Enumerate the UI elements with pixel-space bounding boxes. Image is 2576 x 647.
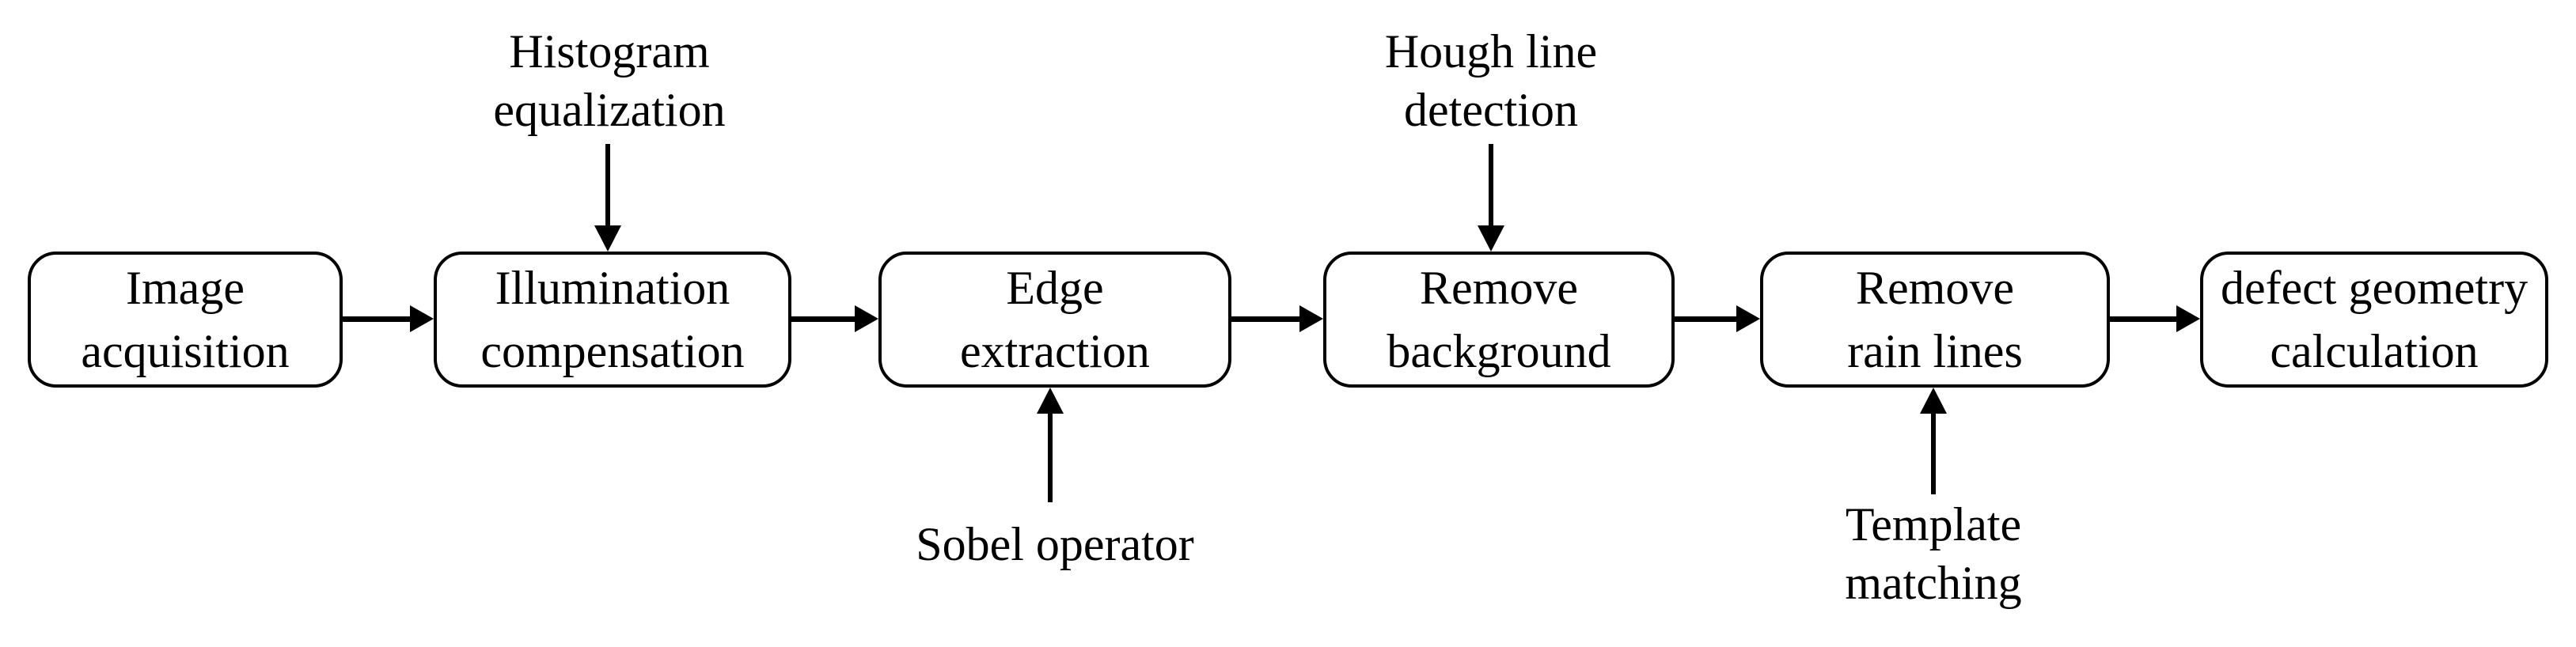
node-edge-extraction-label: Edge extraction: [960, 262, 1150, 377]
arrow-shaft: [605, 144, 610, 226]
annotation-hough-line-detection: Hough line detection: [1384, 25, 1598, 136]
arrow-shaft: [343, 316, 410, 322]
annotation-sobel-operator: Sobel operator: [916, 518, 1194, 570]
annotation-histogram-equalization: Histogram equalization: [493, 25, 726, 136]
arrow-head-down-icon: [1478, 225, 1504, 252]
arrow-head-right-icon: [1736, 305, 1760, 332]
node-image-acquisition-label: Image acquisition: [81, 262, 290, 377]
node-image-acquisition: Image acquisition: [28, 252, 343, 388]
node-edge-extraction: Edge extraction: [878, 252, 1231, 388]
node-remove-rain-lines: Remove rain lines: [1760, 252, 2110, 388]
arrow-shaft: [791, 316, 855, 322]
node-defect-geometry-calculation: defect geometry calculation: [2200, 252, 2548, 388]
arrow-head-right-icon: [2176, 305, 2200, 332]
arrow-head-up-icon: [1920, 388, 1947, 414]
arrow-shaft: [2110, 316, 2176, 322]
arrow-head-right-icon: [855, 305, 878, 332]
arrow-shaft: [1048, 411, 1053, 502]
arrow-head-down-icon: [594, 225, 621, 252]
annotation-template-matching: Template matching: [1845, 498, 2022, 609]
node-remove-background-label: Remove background: [1387, 262, 1611, 377]
arrow-head-right-icon: [410, 305, 434, 332]
node-remove-background: Remove background: [1323, 252, 1675, 388]
arrow-shaft: [1231, 316, 1299, 322]
node-illumination-compensation-label: Illumination compensation: [480, 262, 745, 377]
arrow-head-up-icon: [1037, 388, 1064, 414]
node-defect-geometry-calculation-label: defect geometry calculation: [2220, 262, 2529, 377]
arrow-shaft: [1931, 411, 1936, 494]
arrow-shaft: [1675, 316, 1736, 322]
node-remove-rain-lines-label: Remove rain lines: [1847, 262, 2023, 377]
arrow-head-right-icon: [1299, 305, 1323, 332]
arrow-shaft: [1489, 144, 1493, 226]
node-illumination-compensation: Illumination compensation: [434, 252, 791, 388]
